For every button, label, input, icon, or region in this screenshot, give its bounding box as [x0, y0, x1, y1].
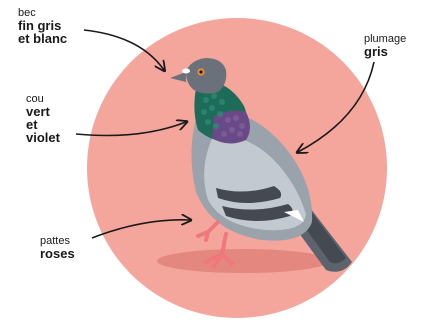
- plumage-label: plumage gris: [364, 33, 406, 58]
- plumage-description-line-1: gris: [364, 45, 406, 58]
- feet-label: pattes roses: [40, 235, 75, 260]
- beak-label: bec fin gris et blanc: [18, 7, 67, 45]
- ground-shadow: [157, 249, 329, 273]
- neck-description-line-3: violet: [26, 131, 60, 144]
- pigeon-head: [186, 58, 226, 94]
- neck-label: cou vert et violet: [26, 93, 60, 144]
- beak-description-line-2: et blanc: [18, 32, 67, 45]
- feet-description-line-1: roses: [40, 247, 75, 260]
